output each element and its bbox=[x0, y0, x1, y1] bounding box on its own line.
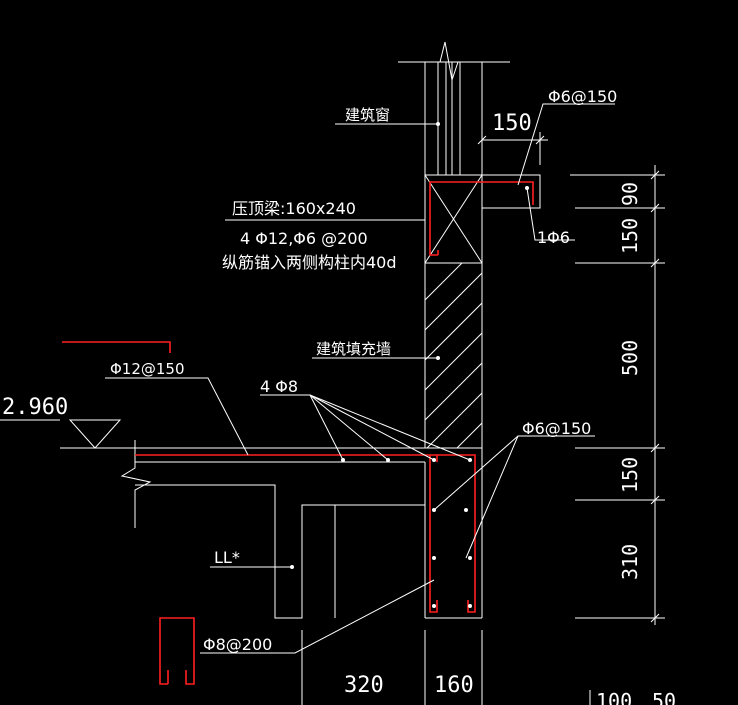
label-slab-rebar: Φ12@150 bbox=[110, 360, 185, 378]
dim-v150-mid: 150 bbox=[618, 457, 642, 493]
label-beam-name: LL* bbox=[214, 548, 240, 567]
dim-top-ledge: 150 bbox=[492, 111, 532, 136]
label-top-beam-rebar: 4 Φ12,Φ6 @200 bbox=[240, 229, 368, 248]
label-window: 建筑窗 bbox=[345, 106, 390, 124]
red-mark bbox=[62, 341, 171, 353]
label-beam-longitudinal: 4 Φ8 bbox=[260, 377, 298, 396]
label-stirrup-right: Φ6@150 bbox=[522, 419, 591, 438]
stirrup-detail bbox=[159, 617, 195, 685]
label-anchor-note: 纵筋锚入两侧构柱内40d bbox=[222, 253, 397, 272]
slab-and-beam bbox=[60, 440, 483, 619]
slab-rebar bbox=[135, 454, 476, 613]
dim-v500: 500 bbox=[618, 340, 642, 376]
dim-v90: 90 bbox=[618, 182, 642, 206]
elevation-marker bbox=[68, 419, 122, 449]
dim-v310: 310 bbox=[618, 544, 642, 580]
top-beam bbox=[424, 174, 541, 264]
dim-v150-top: 150 bbox=[618, 218, 642, 254]
dim-h50: 50 bbox=[652, 689, 676, 705]
top-beam-rebar bbox=[429, 181, 534, 256]
label-infill-wall: 建筑填充墙 bbox=[316, 340, 391, 358]
leaders bbox=[0, 103, 615, 654]
label-elevation: 2.960 bbox=[2, 395, 68, 420]
dim-h160: 160 bbox=[434, 673, 474, 698]
label-top-beam: 压顶梁:160x240 bbox=[232, 199, 356, 218]
dim-h320: 320 bbox=[344, 673, 384, 698]
window-column bbox=[398, 41, 510, 175]
rebar-dots bbox=[290, 122, 529, 608]
dimension-lines bbox=[301, 132, 665, 705]
label-stirrup-top: Φ6@150 bbox=[548, 87, 617, 106]
dim-h100: 100 bbox=[596, 689, 632, 705]
label-single-bar: 1Φ6 bbox=[537, 228, 570, 247]
label-beam-stirrup: Φ8@200 bbox=[203, 635, 272, 654]
infill-wall bbox=[424, 262, 483, 449]
